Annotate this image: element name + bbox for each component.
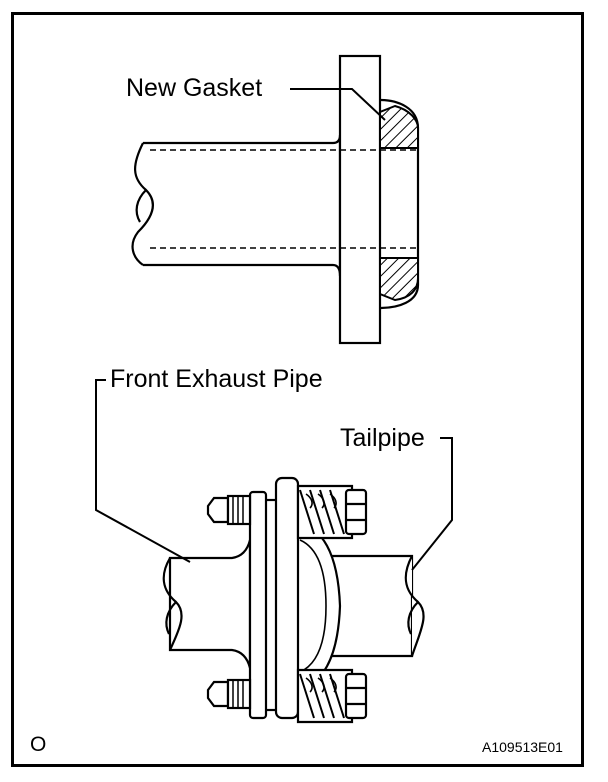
gasket-section-view bbox=[131, 54, 420, 345]
bolt-top bbox=[206, 484, 368, 540]
bolt-bottom bbox=[206, 668, 368, 724]
nut-bottom bbox=[344, 672, 368, 720]
gasket-hatch-bottom bbox=[379, 257, 419, 302]
front-exhaust-pipe-label: Front Exhaust Pipe bbox=[110, 365, 323, 393]
pipe-break bbox=[131, 142, 154, 266]
tailpipe bbox=[328, 554, 414, 658]
bolt-top-tip bbox=[206, 496, 230, 524]
tailpipe-label: Tailpipe bbox=[340, 424, 425, 452]
front-pipe bbox=[168, 539, 252, 669]
pipe-outline bbox=[143, 134, 342, 277]
flange-plate-rear bbox=[274, 476, 300, 720]
bolt-bottom-tip bbox=[206, 680, 230, 708]
new-gasket-leader bbox=[290, 88, 386, 121]
front-pipe-leader bbox=[95, 379, 191, 563]
corner-mark: O bbox=[30, 733, 47, 756]
gasket-outline bbox=[379, 98, 420, 310]
flange-plate bbox=[338, 54, 382, 345]
new-gasket-label: New Gasket bbox=[126, 74, 263, 102]
figure-id: A109513E01 bbox=[482, 739, 563, 755]
flange-joint-view bbox=[95, 379, 453, 724]
flange-plate-front bbox=[248, 490, 268, 720]
tailpipe-leader bbox=[411, 437, 453, 571]
nut-top bbox=[344, 488, 368, 536]
gasket-hatch-top bbox=[379, 104, 419, 149]
spherical-joint bbox=[294, 518, 342, 694]
